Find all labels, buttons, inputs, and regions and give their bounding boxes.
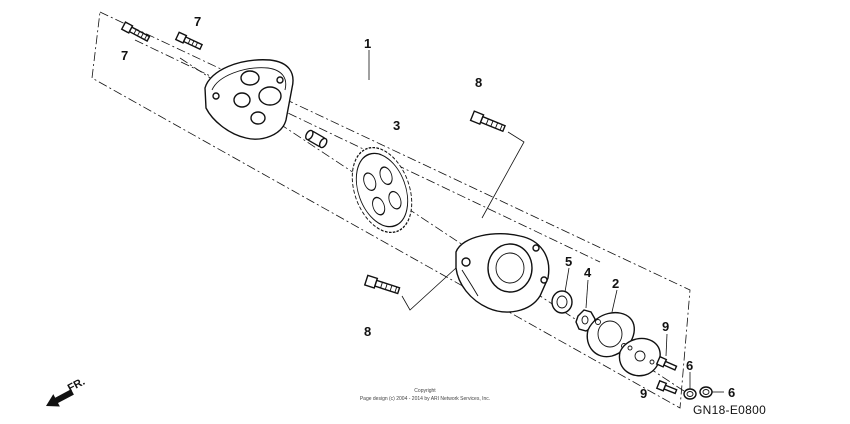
front-direction-label: FR. <box>66 376 87 395</box>
front-direction-arrow-icon <box>46 389 74 407</box>
callout-1: 1 <box>364 36 371 51</box>
callout-5: 5 <box>565 254 572 269</box>
callout-7b: 7 <box>194 14 201 29</box>
bolt-8-upper[interactable] <box>469 110 506 133</box>
callout-9b: 9 <box>640 386 647 401</box>
callout-6a: 6 <box>686 358 693 373</box>
pump-cover[interactable] <box>204 59 294 140</box>
pump-body[interactable] <box>455 233 550 313</box>
callout-8a: 8 <box>475 75 482 90</box>
bolt-8-lower[interactable] <box>363 274 401 295</box>
leader-8-lower <box>401 267 457 311</box>
callout-4: 4 <box>584 265 592 280</box>
washer[interactable] <box>551 290 573 314</box>
assembly-boundary <box>91 11 691 409</box>
callout-7a: 7 <box>121 48 128 63</box>
callout-3: 3 <box>393 118 400 133</box>
outer-rotor-gear[interactable] <box>341 139 422 240</box>
end-plate[interactable] <box>618 337 661 377</box>
o-ring-left[interactable] <box>683 388 697 400</box>
screw-9-lower[interactable] <box>655 379 678 396</box>
leader-8-upper <box>481 131 525 219</box>
leader-4 <box>585 279 589 309</box>
copyright-line-2: Page design (c) 2004 - 2014 by ARI Netwo… <box>360 396 490 402</box>
o-ring-right[interactable] <box>699 386 713 398</box>
diagram-code: GN18-E0800 <box>693 403 766 417</box>
leader-9-upper <box>665 333 668 357</box>
callout-9a: 9 <box>662 319 669 334</box>
copyright-line-1: Copyright <box>414 388 436 394</box>
callout-2: 2 <box>612 276 619 291</box>
screw-9-upper[interactable] <box>655 355 678 372</box>
callout-6b: 6 <box>728 385 735 400</box>
bolt-7-left[interactable] <box>120 21 151 42</box>
dowel-pin[interactable] <box>304 129 328 149</box>
leader-2 <box>611 289 618 313</box>
callout-8b: 8 <box>364 324 371 339</box>
leader-5 <box>564 267 570 293</box>
bolt-7-right[interactable] <box>174 31 204 51</box>
gasket[interactable] <box>586 311 635 358</box>
